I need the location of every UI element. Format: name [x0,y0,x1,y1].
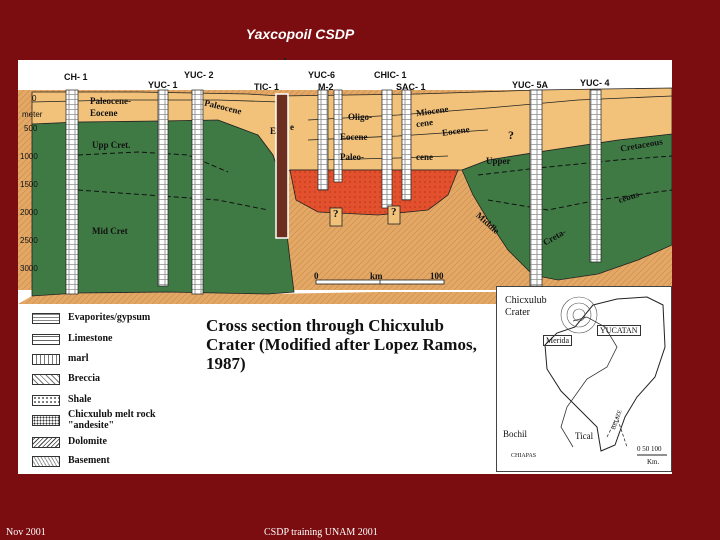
legend-label: Limestone [68,333,113,344]
unit-label: E [270,126,277,136]
footer-course: CSDP training UNAM 2001 [264,527,378,538]
legend-item: Dolomite [32,436,107,448]
legend-item: Shale [32,394,91,406]
slide-title: Yaxcopoil CSDP [245,26,355,42]
well-sac1 [401,89,412,201]
inset-scale-label: 0 50 100 [637,445,662,453]
depth-tick: 1000 [20,152,38,161]
inset-state-label: YUCATAN [597,325,641,336]
well-label-ch1: CH- 1 [64,72,88,82]
location-inset-map: Chicxulub Crater YUCATAN Merida Bochil T… [496,286,672,472]
legend-swatch-marl [32,354,60,365]
scale-start: 0 [314,271,319,281]
cross-section-figure: 0 meter 500 1000 1500 2000 2500 3000 CH-… [18,60,672,474]
footer-date: Nov 2001 [6,527,46,538]
unit-label: Mid Cret [92,226,128,236]
inset-city-label: Merida [543,335,573,346]
well-tic1-yaxcopoil [275,93,289,239]
well-label-yuc2: YUC- 2 [184,70,214,80]
legend-swatch-limestone [32,334,60,345]
legend-swatch-dolomite [32,437,60,448]
scale-end: 100 [430,271,444,281]
inset-chiapas-label: CHIAPAS [511,453,537,459]
well-yuc4 [589,89,602,263]
inset-tical-label: Tical [575,431,594,441]
depth-tick: 0 [32,94,37,103]
legend-item: Evaporites/gypsum [32,312,150,324]
well-label-m2: M-2 [318,82,334,92]
well-label-yuc1: YUC- 1 [148,80,178,90]
well-label-chic1: CHIC- 1 [374,70,407,80]
inset-crater-label-2: Crater [505,307,530,318]
unit-label: Upp Cret. [92,140,131,150]
depth-tick: 500 [24,124,38,133]
well-ch1 [65,89,79,295]
legend-label-2: "andesite" [68,420,115,431]
well-label-yuc5a: YUC- 5A [512,80,549,90]
legend-swatch-basement [32,456,60,467]
legend-label: Dolomite [68,436,107,447]
legend-swatch-shale [32,395,60,406]
well-label-tic1: TIC- 1 [254,82,280,92]
legend-item: Limestone [32,333,112,345]
depth-tick: 3000 [20,264,38,273]
legend-item: Chicxulub melt rock"andesite" [32,409,156,431]
figure-caption: Cross section through Chicxulub Crater (… [206,316,477,373]
legend-label: Chicxulub melt rock [68,409,156,420]
legend-item: marl [32,353,89,365]
melt-rock-layer [289,169,459,216]
well-label-yuc6: YUC-6 [308,70,336,80]
well-chic1 [381,89,393,209]
unit-label: ? [508,128,514,142]
legend-label: Basement [68,455,110,466]
unit-label: cene [416,152,433,162]
inset-bochil-label: Bochil [503,429,527,439]
well-yuc1 [157,89,169,287]
legend-label: marl [68,353,89,364]
inset-crater-label: Chicxulub [505,295,547,306]
unit-label: ? [391,206,397,218]
scale-unit: km [370,271,383,281]
depth-tick: 1500 [20,180,38,189]
legend-label: Breccia [68,373,101,384]
well-label-sac1: SAC- 1 [396,82,426,92]
depth-unit: meter [22,110,43,119]
depth-tick: 2000 [20,208,38,217]
legend-swatch-breccia [32,374,60,385]
inset-scale-unit: Km. [647,458,660,466]
unit-label: Upper [486,156,511,166]
well-yuc2 [191,89,204,295]
well-yuc5a [529,89,543,287]
well-m2 [333,89,343,183]
well-yuc6 [317,89,329,191]
legend-swatch-melt [32,415,60,426]
well-label-yuc4: YUC- 4 [580,78,610,88]
unit-label: Paleocene- [90,96,131,106]
legend-label: Shale [68,394,92,405]
unit-label: Paleo- [340,152,364,162]
legend-item: Basement [32,455,110,467]
unit-label: ? [333,208,339,220]
unit-label: Eocene [340,132,368,142]
unit-label: e [290,122,294,132]
unit-label: Eocene [90,108,118,118]
legend-label: Evaporites/gypsum [68,312,151,323]
legend-item: Breccia [32,373,100,385]
depth-tick: 2500 [20,236,38,245]
unit-label: Oligo- [348,112,372,122]
legend-swatch-evaporite [32,313,60,324]
